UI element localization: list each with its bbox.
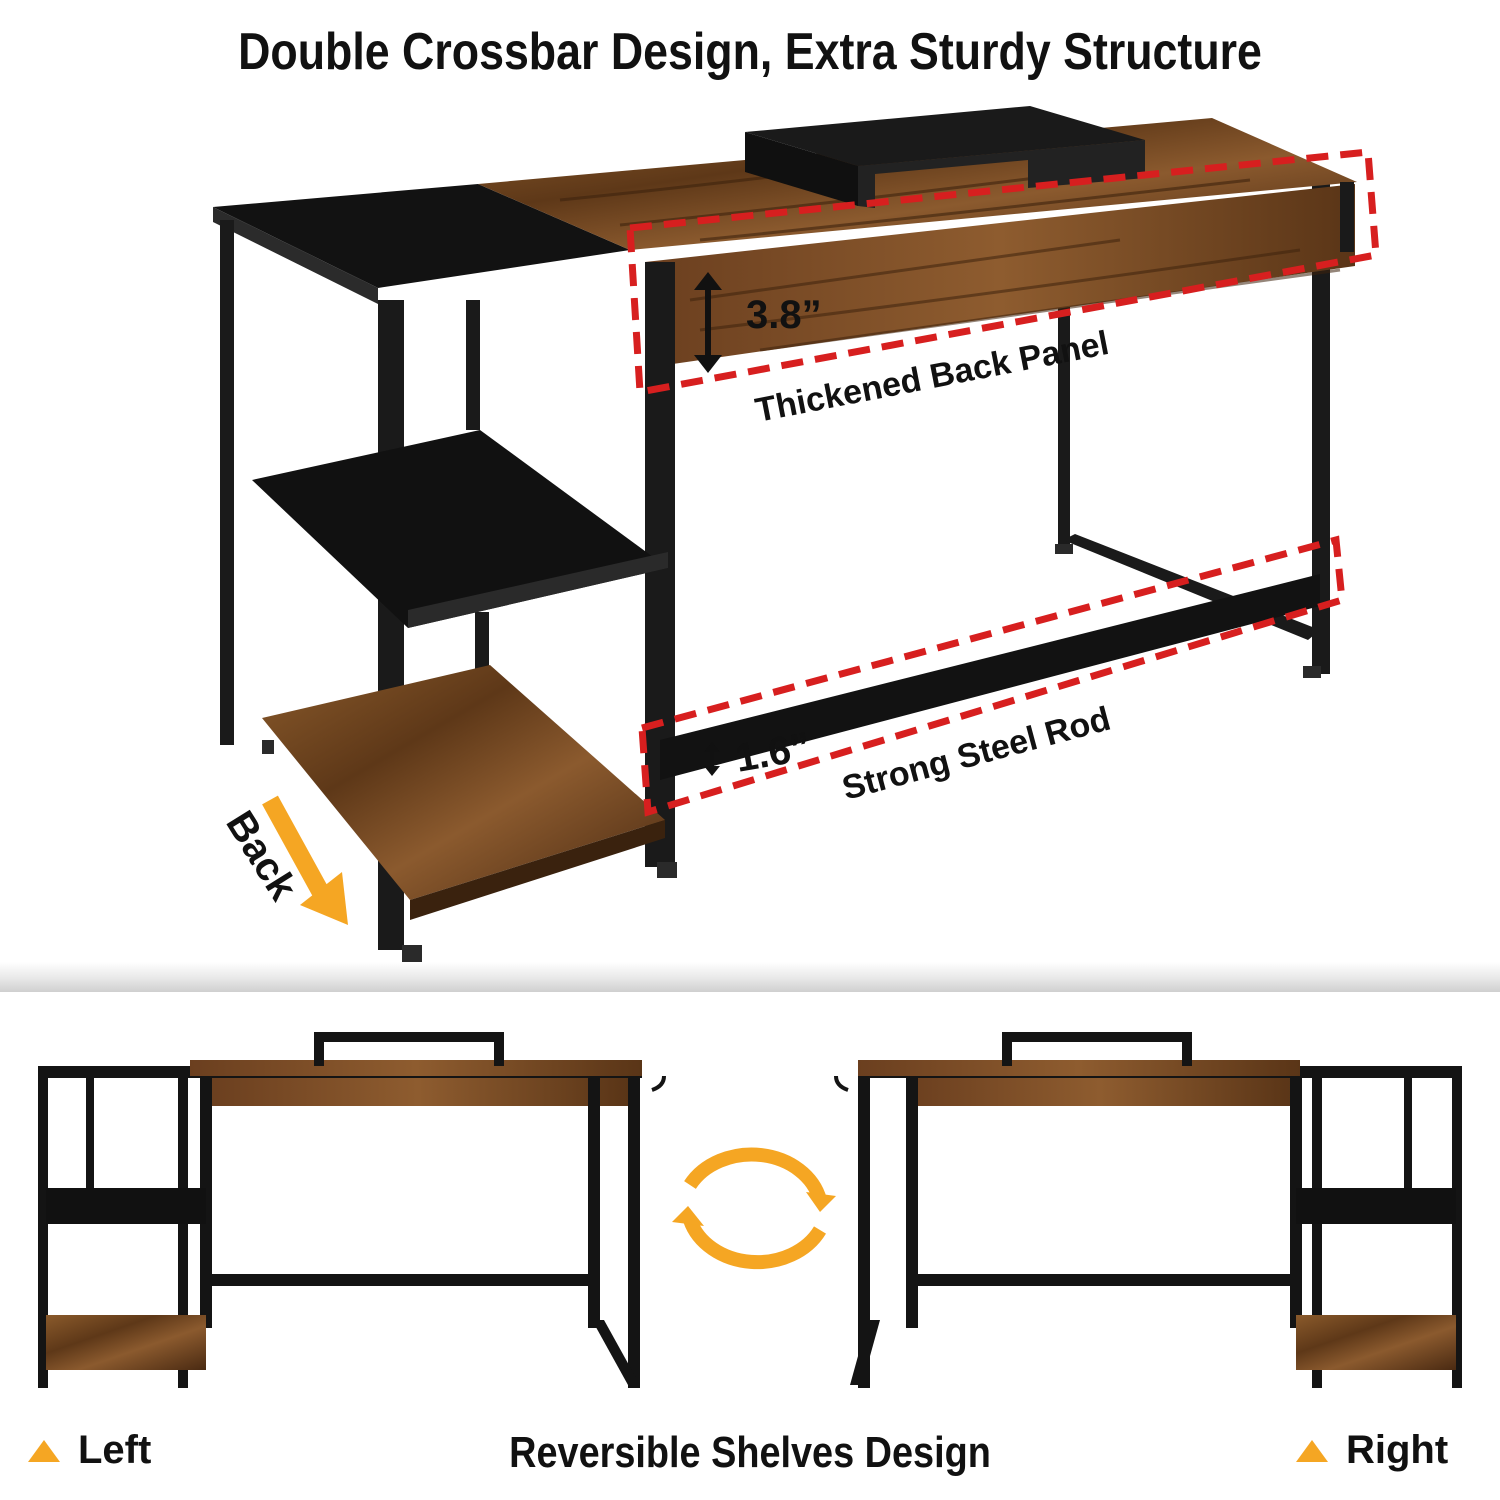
triangle-icon bbox=[1296, 1439, 1328, 1462]
triangle-icon bbox=[28, 1439, 60, 1462]
bottom-shelf bbox=[1296, 1315, 1456, 1370]
shelf-leg-back bbox=[220, 220, 234, 745]
steel-rod bbox=[914, 1274, 1294, 1286]
leg-foot bbox=[1055, 544, 1073, 554]
monitor-stand-top bbox=[745, 106, 1145, 166]
panel-callout-box bbox=[626, 148, 1380, 397]
swap-arrows-icon bbox=[672, 1147, 836, 1270]
middle-shelf bbox=[1296, 1188, 1456, 1224]
back-arrow-icon bbox=[262, 795, 348, 925]
headphone-hook bbox=[651, 1075, 666, 1092]
bottom-shelf bbox=[46, 1315, 206, 1370]
leg-foot bbox=[402, 945, 422, 967]
monitor-stand-left bbox=[745, 132, 858, 206]
monitor-stand-front bbox=[858, 140, 1145, 208]
left-label-text: Left bbox=[78, 1428, 152, 1472]
desk-perspective bbox=[213, 106, 1357, 967]
page-title: Double Crossbar Design, Extra Sturdy Str… bbox=[238, 23, 1262, 81]
panel-height-label: 3.8” bbox=[746, 293, 822, 337]
monitor-stand bbox=[1002, 1032, 1192, 1042]
middle-shelf bbox=[46, 1188, 206, 1224]
desk-front-right bbox=[834, 1032, 1462, 1388]
leg-foot bbox=[657, 862, 677, 878]
steel-rod bbox=[660, 574, 1320, 780]
right-leg bbox=[1312, 182, 1330, 674]
back-panel bbox=[645, 184, 1355, 368]
footer-title: Reversible Shelves Design bbox=[509, 1428, 991, 1477]
middle-shelf bbox=[252, 430, 668, 628]
steel-rod bbox=[212, 1274, 592, 1286]
desktop-edge bbox=[213, 207, 378, 304]
height-arrow-icon bbox=[704, 742, 720, 776]
headphone-hook bbox=[834, 1075, 849, 1092]
back-leg bbox=[1058, 268, 1070, 548]
section-divider bbox=[0, 962, 1500, 992]
desktop-black bbox=[213, 184, 630, 288]
right-label-text: Right bbox=[1346, 1428, 1449, 1472]
left-label: Left bbox=[28, 1428, 151, 1473]
right-label: Right bbox=[1296, 1428, 1448, 1473]
bottom-shelf bbox=[262, 665, 665, 900]
back-panel bbox=[908, 1078, 1292, 1106]
desk-front-left bbox=[38, 1032, 666, 1388]
rod-callout-box bbox=[638, 535, 1346, 817]
back-panel bbox=[208, 1078, 628, 1106]
leg-foot bbox=[1303, 666, 1321, 678]
monitor-stand bbox=[314, 1032, 504, 1042]
height-arrow-icon bbox=[694, 272, 722, 373]
